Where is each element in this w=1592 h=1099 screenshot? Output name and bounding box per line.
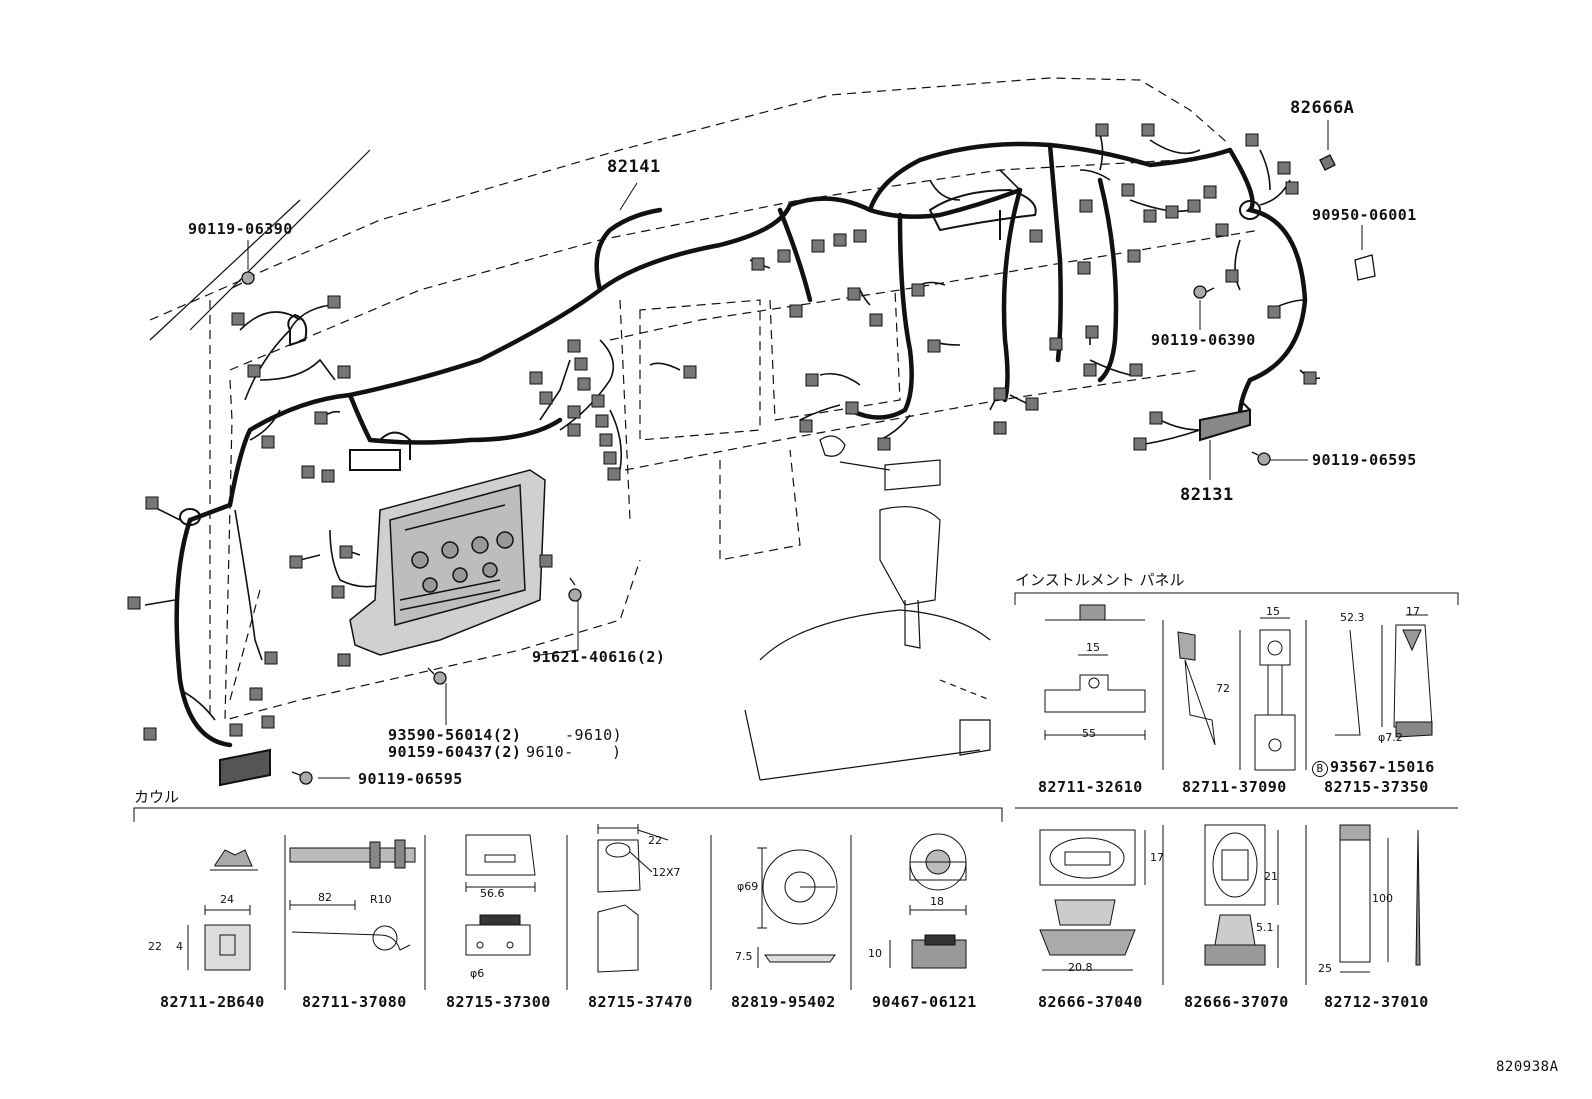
part-illustration-82715-37470 xyxy=(597,824,669,973)
dimension-label: 52.3 xyxy=(1340,611,1365,624)
leader-lines xyxy=(247,120,1363,779)
panel-part-label: 82712-37010 xyxy=(1324,993,1429,1011)
part-label-bolt-right: 90119-06390 xyxy=(1151,331,1256,349)
dimension-label: 17 xyxy=(1150,851,1164,864)
dimension-label: 72 xyxy=(1216,682,1230,695)
instrument-panel-section-title: インストルメント パネル xyxy=(1015,571,1185,589)
fasteners xyxy=(231,154,1376,785)
part-label-91621: 91621-40616(2) xyxy=(532,648,666,666)
panel-part-label: 82711-37090 xyxy=(1182,778,1287,796)
dimension-label: 18 xyxy=(930,895,944,908)
cowl-lines xyxy=(149,149,371,341)
dimension-label: 55 xyxy=(1082,727,1096,740)
dimension-label: 5.1 xyxy=(1256,921,1274,934)
panel-part-label: 82666-37070 xyxy=(1184,993,1289,1011)
part-label-bolt-right-lower: 90119-06595 xyxy=(1312,451,1417,469)
dimension-label: 7.5 xyxy=(735,950,753,963)
part-label-82666a: 82666A xyxy=(1290,98,1355,118)
dimension-label: 24 xyxy=(220,893,234,906)
part-illustration-90467-06121 xyxy=(889,833,967,969)
dimension-label: 17 xyxy=(1406,605,1420,618)
dimension-label: 12X7 xyxy=(652,866,681,879)
part-label-93590-range: -9610) xyxy=(565,726,623,744)
dimension-label: 20.8 xyxy=(1068,961,1093,974)
junction-block xyxy=(349,469,546,656)
dimension-label: 21 xyxy=(1264,870,1278,883)
part-illustration-82715-37300 xyxy=(465,834,536,956)
part-illustration-82711-37090 xyxy=(1177,617,1296,771)
part-illustration-82711-37080 xyxy=(289,839,416,951)
dimension-label: 56.6 xyxy=(480,887,505,900)
dimension-label: 100 xyxy=(1372,892,1393,905)
dimension-label: 22 xyxy=(148,940,162,953)
part-illustration-82666-37070 xyxy=(1204,824,1279,968)
cowl-part-label: 82715-37470 xyxy=(588,993,693,1011)
panel-part-label: 82715-37350 xyxy=(1324,778,1429,796)
panel-part-label: 82711-32610 xyxy=(1038,778,1143,796)
part-illustration-82666-37040 xyxy=(1039,829,1146,971)
part-label-90159-close: ) xyxy=(612,743,622,761)
cowl-part-label: 82715-37300 xyxy=(446,993,551,1011)
part-93567-text: 93567-15016 xyxy=(1330,758,1435,776)
part-label-90159: 90159-60437(2) xyxy=(388,743,522,761)
dimension-label: φ6 xyxy=(470,967,485,980)
harness-clamps xyxy=(179,188,1261,787)
part-illustration-82711-2b640 xyxy=(187,849,258,971)
cowl-section-title: カウル xyxy=(134,788,180,806)
part-label-90950: 90950-06001 xyxy=(1312,206,1417,224)
circle-b-marker: B xyxy=(1312,761,1328,777)
cowl-part-label: 82819-95402 xyxy=(731,993,836,1011)
part-label-82141: 82141 xyxy=(607,157,661,177)
dimension-label: 15 xyxy=(1266,605,1280,618)
cowl-part-label: 82711-37080 xyxy=(302,993,407,1011)
diagram-id: 820938A xyxy=(1496,1059,1559,1075)
part-illustration-82819-95402 xyxy=(757,847,838,968)
part-illustration-82715-37350 xyxy=(1335,614,1433,738)
cowl-part-label: 90467-06121 xyxy=(872,993,977,1011)
shift-console xyxy=(744,435,991,781)
dimension-label: φ69 xyxy=(737,880,759,893)
dimension-label: 4 xyxy=(176,940,183,953)
panel-part-label: 82666-37040 xyxy=(1038,993,1143,1011)
part-label-90159-range: 9610- xyxy=(526,743,574,761)
part-label-bolt-left-lower: 90119-06595 xyxy=(358,770,463,788)
part-illustration-82711-32610 xyxy=(1044,604,1146,740)
part-label-93590: 93590-56014(2) xyxy=(388,726,522,744)
dimension-label: 25 xyxy=(1318,962,1332,975)
dimension-label: 15 xyxy=(1086,641,1100,654)
part-label-bolt-top-left: 90119-06390 xyxy=(188,220,293,238)
connectors xyxy=(127,123,1317,741)
part-label-82131: 82131 xyxy=(1180,485,1234,505)
dimension-label: 10 xyxy=(868,947,882,960)
dimension-label: R10 xyxy=(370,893,392,906)
dimension-label: 82 xyxy=(318,891,332,904)
cowl-part-label: 82711-2B640 xyxy=(160,993,265,1011)
dashboard-outline xyxy=(149,77,1261,721)
part-illustration-82712-37010 xyxy=(1339,824,1421,973)
dimension-label: 22 xyxy=(648,834,662,847)
dimension-label: φ7.2 xyxy=(1378,731,1403,744)
